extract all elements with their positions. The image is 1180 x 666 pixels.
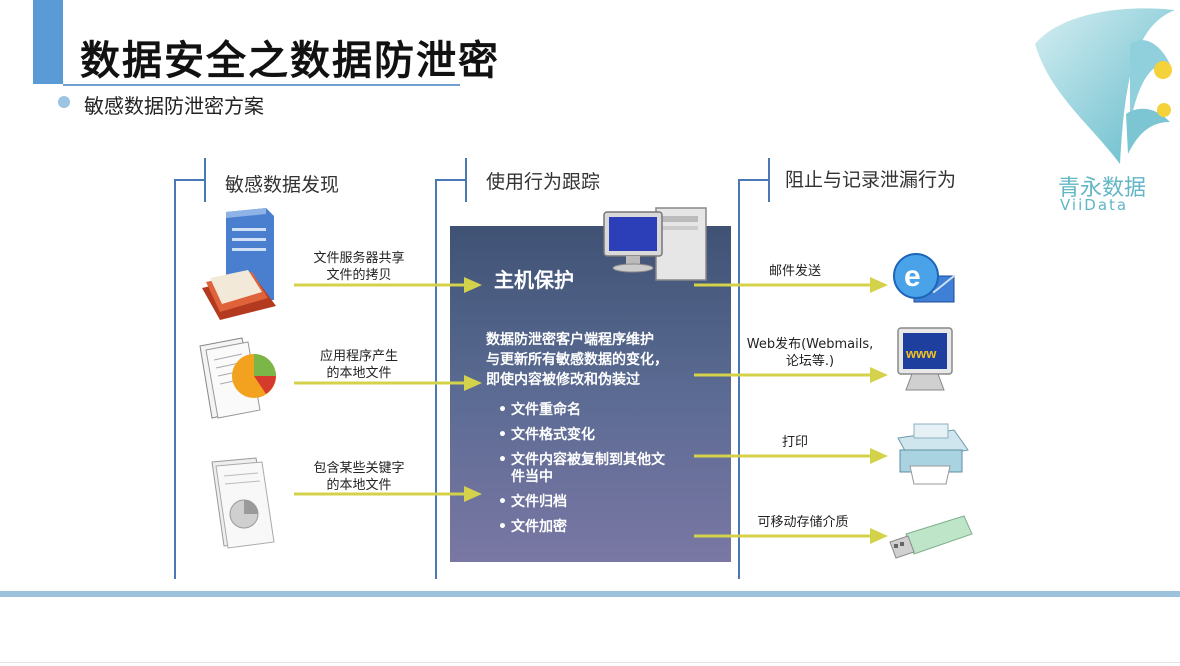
column-left-tick bbox=[174, 179, 204, 181]
svg-text:www: www bbox=[905, 346, 937, 361]
bottom-band bbox=[0, 591, 1180, 597]
panel-description-line: 即使内容被修改和伪装过 bbox=[486, 372, 640, 388]
host-protection-panel bbox=[450, 226, 731, 562]
output-label-usb: 可移动存储介质 bbox=[757, 515, 849, 530]
title-accent-bar bbox=[33, 0, 63, 84]
column-left-line bbox=[174, 179, 176, 579]
list-item: •文件加密 bbox=[498, 519, 567, 535]
output-label-web: Web发布(Webmails, 论坛等.) bbox=[746, 337, 874, 369]
panel-title: 主机保护 bbox=[494, 268, 574, 292]
bottom-divider bbox=[0, 662, 1180, 663]
source-label-file-server: 文件服务器共享 文件的拷贝 bbox=[313, 251, 405, 283]
column-right-line bbox=[738, 179, 740, 579]
column-middle-tick bbox=[435, 179, 465, 181]
column-middle-header-mark bbox=[465, 158, 467, 202]
page-subtitle: 敏感数据防泄密方案 bbox=[84, 94, 264, 118]
output-label-email: 邮件发送 bbox=[768, 264, 821, 279]
column-left-header-mark bbox=[204, 158, 206, 202]
viidata-logo-icon bbox=[1035, 8, 1175, 164]
list-item: •文件格式变化 bbox=[498, 427, 595, 443]
column-right-header: 阻止与记录泄漏行为 bbox=[785, 169, 957, 191]
panel-feature-list: •文件重命名 •文件格式变化 •文件内容被复制到其他文件当中 •文件归档 •文件… bbox=[498, 402, 718, 544]
usb-drive-icon bbox=[889, 515, 973, 559]
title-underline bbox=[63, 84, 460, 86]
printer-icon bbox=[897, 423, 969, 485]
computer-icon bbox=[603, 207, 707, 281]
list-item: •文件归档 bbox=[498, 494, 567, 510]
file-server-icon bbox=[202, 208, 276, 320]
column-right-header-mark bbox=[768, 158, 770, 202]
panel-description: 数据防泄密客户端程序维护 与更新所有敏感数据的变化， 即使内容被修改和伪装过 bbox=[486, 330, 726, 390]
column-middle-header: 使用行为跟踪 bbox=[486, 171, 601, 193]
bullet-dot bbox=[58, 96, 70, 108]
email-icon: e bbox=[893, 253, 955, 303]
logo-name: 青永数据 bbox=[1058, 176, 1147, 201]
source-label-keyword-files: 包含某些关键字 的本地文件 bbox=[313, 461, 405, 493]
panel-description-line: 与更新所有敏感数据的变化， bbox=[486, 352, 668, 368]
column-right-tick bbox=[738, 179, 768, 181]
page-title: 数据安全之数据防泄密 bbox=[80, 37, 500, 84]
source-label-app-files: 应用程序产生 的本地文件 bbox=[319, 349, 398, 381]
list-item: •文件重命名 bbox=[498, 402, 581, 418]
column-middle-line bbox=[435, 179, 437, 579]
keyword-documents-icon bbox=[211, 457, 275, 549]
list-item: •文件内容被复制到其他文件当中 bbox=[498, 452, 665, 485]
web-publish-icon: www bbox=[897, 327, 953, 391]
svg-text:e: e bbox=[904, 260, 921, 293]
logo-subname: ViiData bbox=[1060, 196, 1129, 214]
column-left-header: 敏感数据发现 bbox=[225, 174, 340, 196]
application-files-icon bbox=[199, 337, 276, 419]
panel-description-line: 数据防泄密客户端程序维护 bbox=[486, 332, 654, 348]
output-label-print: 打印 bbox=[781, 435, 808, 450]
